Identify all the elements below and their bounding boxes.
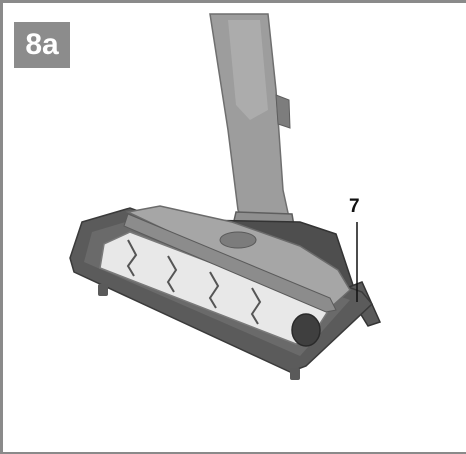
handle-button (275, 94, 291, 129)
step-badge: 8a (14, 22, 70, 68)
roller-stripe-2 (166, 255, 178, 293)
roller-end-cap (291, 313, 321, 347)
roller-stripe-4 (250, 287, 262, 325)
roller-stripe-3 (208, 271, 220, 309)
foot-right (290, 368, 300, 380)
socket (219, 231, 257, 249)
callout-number: 7 (349, 196, 360, 217)
handle-shade (228, 20, 268, 120)
floor-head-front (123, 213, 337, 313)
foot-left (98, 284, 108, 296)
roller-stripe-1 (126, 239, 138, 277)
